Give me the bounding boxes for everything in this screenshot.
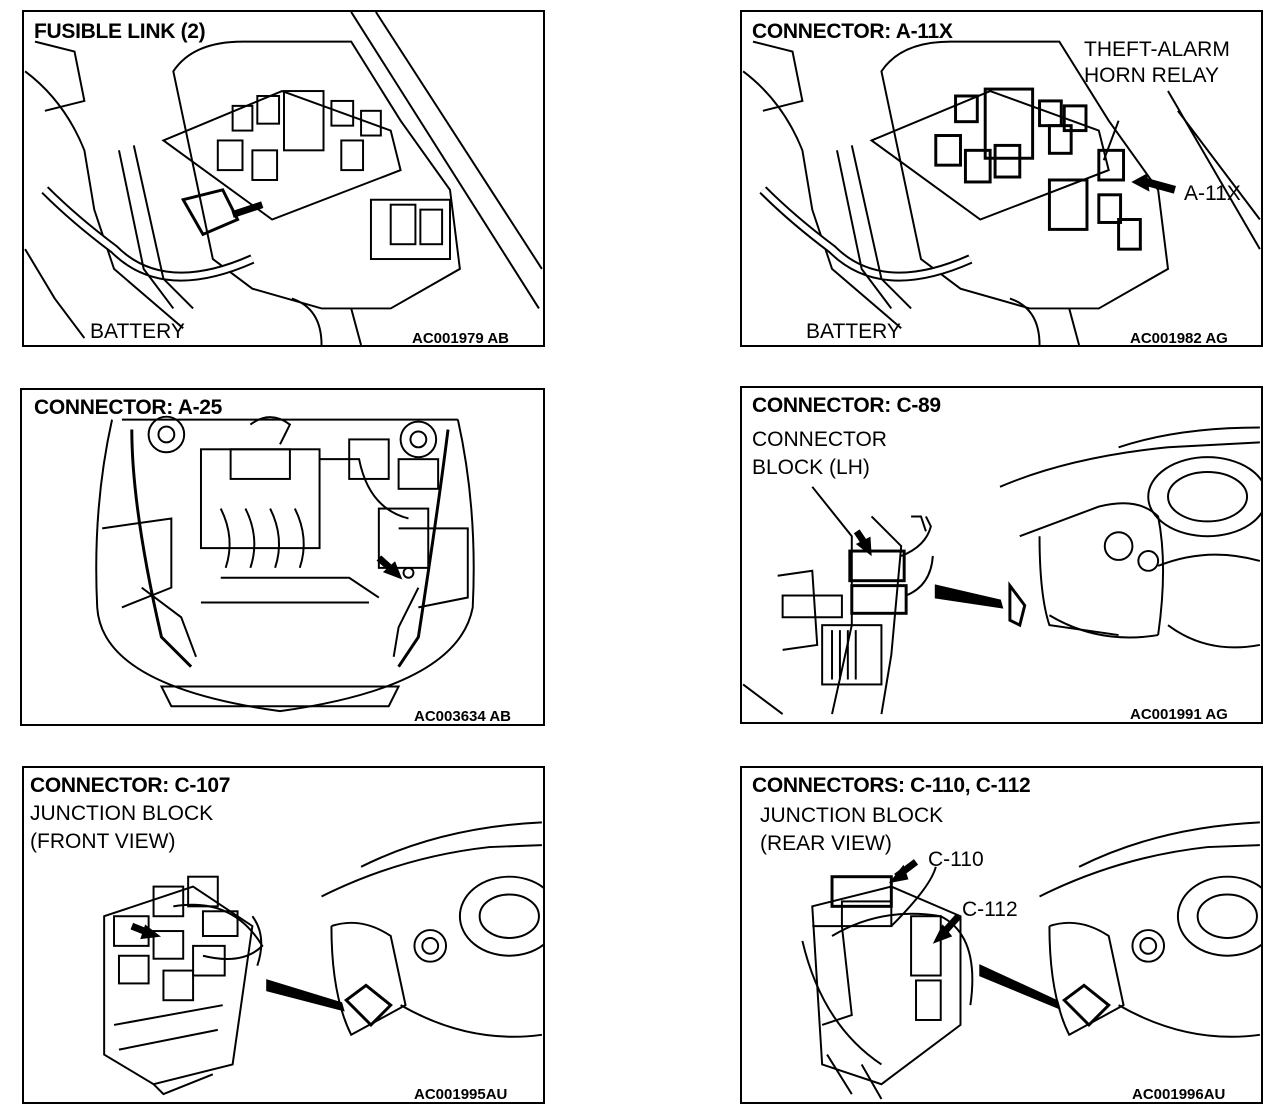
panel-title: CONNECTOR: A-11X <box>752 20 953 43</box>
figure-code: AC001979 AB <box>412 330 509 347</box>
front-view-label: (FRONT VIEW) <box>30 830 176 853</box>
battery-label: BATTERY <box>806 320 901 343</box>
figure-code: AC001995AU <box>414 1086 508 1103</box>
junction-block-front-illustration <box>103 821 543 1096</box>
panel-title: CONNECTOR: C-89 <box>752 394 941 417</box>
a11x-label: A-11X <box>1184 182 1241 205</box>
engine-bay-relay-box-illustration <box>24 12 543 345</box>
connector-label: CONNECTOR <box>752 428 887 451</box>
panel-connector-a25: CONNECTOR: A-25 AC003634 AB <box>20 388 545 726</box>
panel-connector-c107: CONNECTOR: C-107 JUNCTION BLOCK (FRONT V… <box>22 766 545 1104</box>
theft-alarm-label: THEFT-ALARM <box>1084 38 1230 61</box>
block-lh-label: BLOCK (LH) <box>752 456 870 479</box>
figure-code: AC001996AU <box>1132 1086 1226 1103</box>
junction-block-label: JUNCTION BLOCK <box>30 802 214 825</box>
panel-theft-alarm-relay: CONNECTOR: A-11X THEFT-ALARM HORN RELAY … <box>740 10 1263 347</box>
dashboard-connector-block-illustration <box>742 426 1261 715</box>
panel-connectors-c110-c112: CONNECTORS: C-110, C-112 JUNCTION BLOCK … <box>740 766 1263 1104</box>
panel-title: CONNECTORS: C-110, C-112 <box>752 774 1031 797</box>
panel-fusible-link: FUSIBLE LINK (2) BATTERY AC001979 AB <box>22 10 545 347</box>
junction-block-label: JUNCTION BLOCK <box>760 804 944 827</box>
engine-compartment-illustration <box>95 415 475 713</box>
rear-view-label: (REAR VIEW) <box>760 832 892 855</box>
engine-bay-relay-box-illustration <box>742 40 1261 345</box>
panel-connector-c89: CONNECTOR: C-89 CONNECTOR BLOCK (LH) AC0… <box>740 386 1263 724</box>
battery-label: BATTERY <box>90 320 185 343</box>
figure-code: AC003634 AB <box>414 708 511 725</box>
horn-relay-label: HORN RELAY <box>1084 64 1219 87</box>
junction-block-rear-illustration <box>801 821 1261 1100</box>
figure-code: AC001991 AG <box>1130 706 1228 723</box>
figure-code: AC001982 AG <box>1130 330 1228 347</box>
c112-label: C-112 <box>962 898 1018 921</box>
panel-title: FUSIBLE LINK (2) <box>34 20 206 43</box>
c110-label: C-110 <box>928 848 984 871</box>
panel-title: CONNECTOR: A-25 <box>34 396 223 419</box>
panel-title: CONNECTOR: C-107 <box>30 774 231 797</box>
